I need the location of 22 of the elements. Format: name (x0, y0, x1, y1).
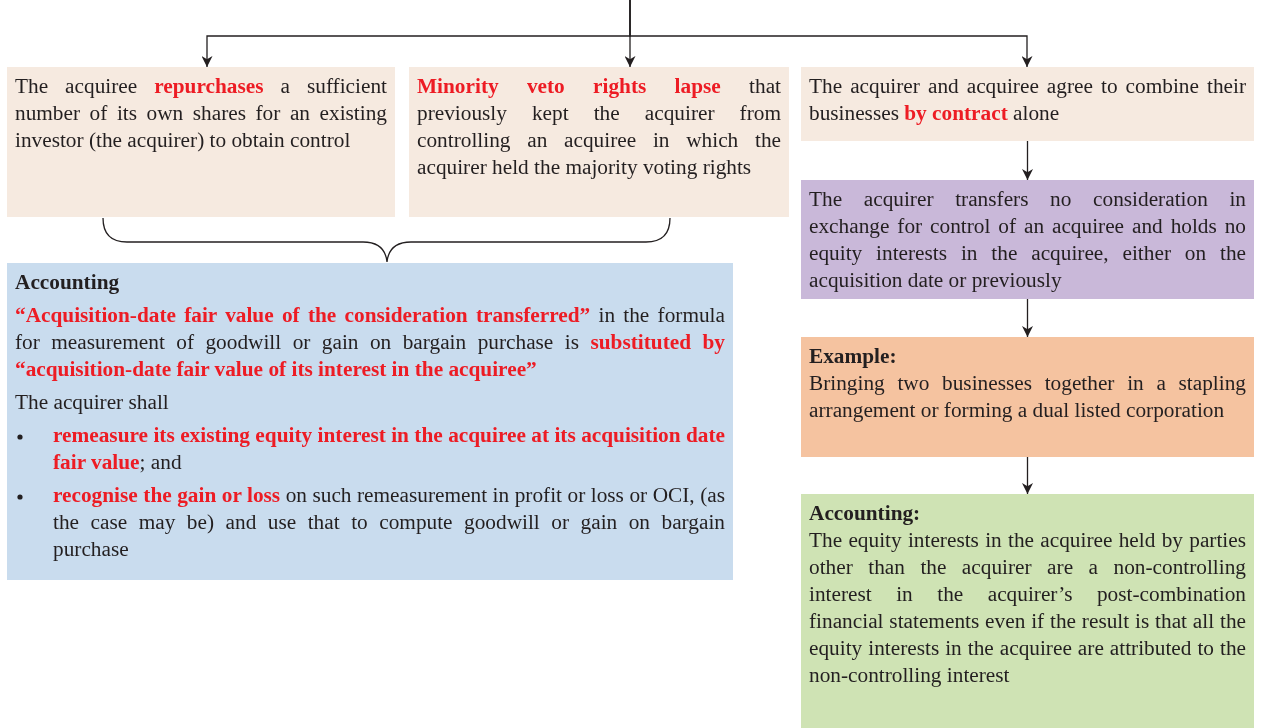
paragraph: The acquirer and acquiree agree to combine their businesses by contract alone (809, 73, 1246, 127)
arrow (1022, 298, 1033, 338)
arrow (629, 0, 1033, 68)
paragraph: Minority veto rights lapse that previously kept the acquirer from controlling an acquiree in which the acquirer held the majority voting rights (417, 73, 781, 181)
heading: Example: (809, 343, 898, 370)
paragraph: The acquiree repurchases a sufficient number of its own shares for an existing investor (the acquirer) to obtain control (15, 73, 387, 154)
accounting-box (801, 494, 1254, 728)
text-box (801, 67, 1254, 141)
paragraph: The acquirer transfers no consideration in exchange for control of an acquiree and holds no equity interests in the acquiree, either on the acquisition date or previously (809, 186, 1246, 294)
paragraph: Bringing two businesses together in a stapling arrangement or forming a dual listed corporation (809, 370, 1246, 424)
heading: Accounting: (809, 500, 922, 527)
bullet-item: recognise the gain or loss on such remeasurement in profit or loss or OCI, (as the case may be) and use that to compute goodwill or gain on bargain purchase (15, 482, 725, 563)
accounting-box (7, 263, 733, 580)
paragraph: The acquirer shall (15, 389, 170, 416)
arrow (1022, 456, 1033, 495)
paragraph: The equity interests in the acquiree held by parties other than the acquirer are a non-controlling interest in the acquirer’s post-combination financial statements even if the result is that all the equity interests in the acquiree are attributed to the non-controlling interest (809, 527, 1246, 689)
text-box (409, 67, 789, 217)
text-box (7, 67, 395, 217)
heading: Accounting (15, 269, 121, 296)
example-box (801, 337, 1254, 457)
paragraph: “Acquisition-date fair value of the consideration transferred” in the formula for measurement of goodwill or gain on bargain purchase is substituted by “acquisition-date fair value of its interest in the acquiree” (15, 302, 725, 383)
arrow (1022, 140, 1033, 181)
